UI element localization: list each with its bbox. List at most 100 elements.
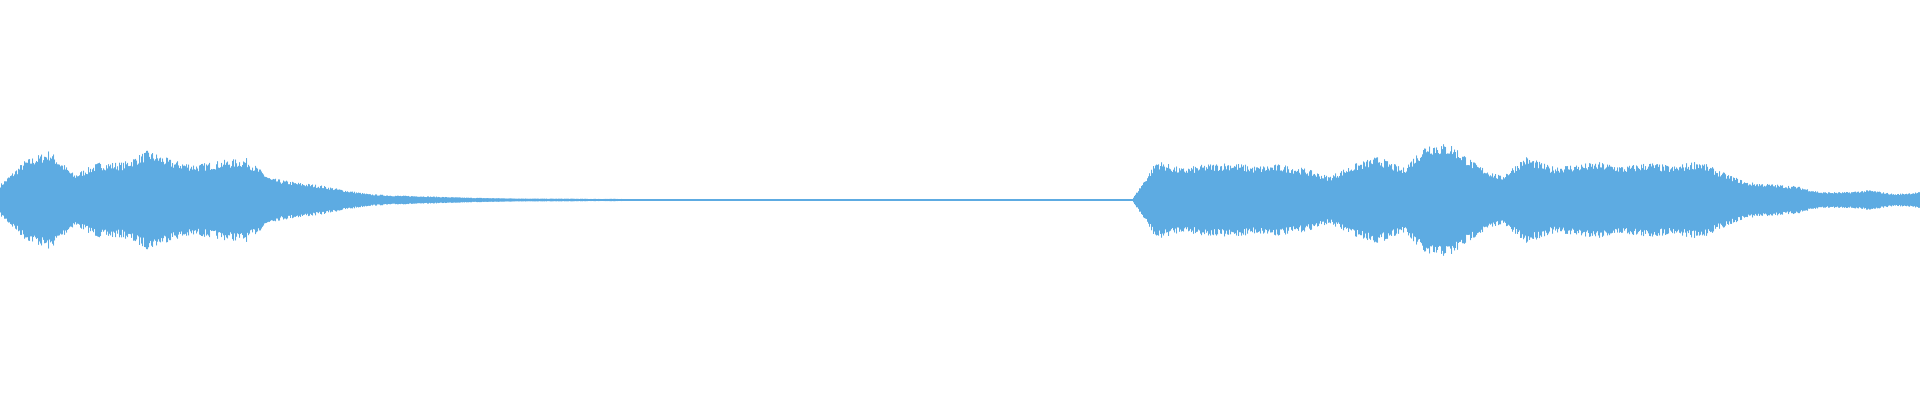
waveform-sample [776, 199, 778, 201]
waveform-sample [1608, 166, 1610, 234]
waveform-sample [485, 198, 487, 202]
waveform-sample [329, 189, 331, 211]
waveform-sample [1289, 172, 1291, 228]
waveform-sample [1605, 168, 1607, 232]
waveform-sample [1741, 180, 1743, 220]
waveform-sample [1307, 173, 1309, 227]
waveform-sample [374, 195, 376, 205]
waveform-sample [775, 199, 777, 201]
waveform-sample [693, 199, 695, 201]
waveform-sample [95, 164, 97, 236]
waveform-sample [1691, 162, 1693, 238]
waveform-sample [1799, 186, 1801, 214]
waveform-sample [350, 191, 352, 209]
waveform-sample [543, 198, 545, 202]
waveform-sample [423, 196, 425, 204]
waveform-sample [1311, 170, 1313, 230]
waveform-sample [979, 199, 981, 201]
waveform-sample [549, 198, 551, 202]
waveform-sample [472, 198, 474, 202]
waveform-sample [937, 199, 939, 201]
waveform-sample [1617, 167, 1619, 233]
waveform-sample [889, 199, 891, 201]
waveform-sample [1282, 171, 1284, 229]
waveform-sample [610, 198, 612, 202]
waveform-sample [792, 199, 794, 201]
waveform-sample [638, 199, 640, 201]
waveform-sample [493, 198, 495, 202]
waveform-sample [725, 199, 727, 201]
waveform-sample [1418, 160, 1420, 240]
waveform-sample [1319, 176, 1321, 224]
waveform-sample [1482, 167, 1484, 233]
waveform-sample [448, 197, 450, 203]
waveform-sample [202, 163, 204, 237]
waveform-sample [102, 170, 104, 230]
waveform-sample [387, 195, 389, 205]
waveform-sample [1286, 172, 1288, 228]
waveform-sample [499, 198, 501, 202]
waveform-sample [1777, 184, 1779, 216]
waveform-sample [386, 195, 388, 205]
waveform-sample [1568, 169, 1570, 231]
waveform-sample [1029, 199, 1031, 201]
waveform-sample [1811, 191, 1813, 209]
waveform-sample [1415, 162, 1417, 238]
waveform-sample [180, 165, 182, 235]
waveform-sample [77, 176, 79, 224]
waveform-sample [396, 195, 398, 205]
waveform-sample [745, 199, 747, 201]
waveform-sample [1599, 162, 1601, 238]
waveform-sample [1570, 165, 1572, 235]
waveform-sample [1359, 165, 1361, 235]
waveform-sample [1337, 176, 1339, 224]
waveform-sample [980, 199, 982, 201]
waveform-sample [1370, 160, 1372, 240]
waveform-sample [1201, 164, 1203, 236]
waveform-sample [837, 199, 839, 201]
waveform-sample [1869, 190, 1871, 210]
waveform-sample [946, 199, 948, 201]
waveform-sample [893, 199, 895, 201]
waveform-sample [325, 186, 327, 214]
waveform-sample [1594, 165, 1596, 235]
waveform-sample [881, 199, 883, 201]
waveform-sample [55, 163, 57, 237]
waveform-sample [1541, 163, 1543, 237]
waveform-sample [1229, 170, 1231, 230]
waveform-sample [119, 162, 121, 238]
waveform-sample [1770, 185, 1772, 215]
waveform-sample [1854, 191, 1856, 209]
waveform-sample [1414, 163, 1416, 237]
waveform-sample [1880, 192, 1882, 208]
waveform-sample [1805, 189, 1807, 211]
waveform-sample [1017, 199, 1019, 201]
waveform-sample [528, 198, 530, 202]
waveform-sample [1264, 167, 1266, 233]
waveform-sample [1735, 179, 1737, 221]
waveform-sample [1232, 167, 1234, 233]
waveform-sample [953, 199, 955, 201]
waveform-sample [694, 199, 696, 201]
waveform-sample [123, 162, 125, 238]
waveform-sample [179, 168, 181, 232]
waveform-sample [1222, 170, 1224, 230]
waveform-sample [269, 178, 271, 222]
waveform-sample [854, 199, 856, 201]
waveform-sample [1376, 157, 1378, 243]
waveform-sample [4, 181, 6, 219]
waveform-sample [47, 159, 49, 241]
waveform-sample [171, 166, 173, 234]
waveform-sample [1686, 163, 1688, 237]
waveform-sample [731, 199, 733, 201]
waveform-sample [777, 199, 779, 201]
waveform-sample [1041, 199, 1043, 201]
waveform-sample [1898, 193, 1900, 207]
waveform-sample [1834, 192, 1836, 208]
waveform-sample [1141, 185, 1143, 215]
waveform-sample [1122, 199, 1124, 201]
waveform-sample [1324, 174, 1326, 226]
waveform-sample [1374, 157, 1376, 243]
waveform-sample [556, 198, 558, 202]
waveform-sample [53, 154, 55, 246]
